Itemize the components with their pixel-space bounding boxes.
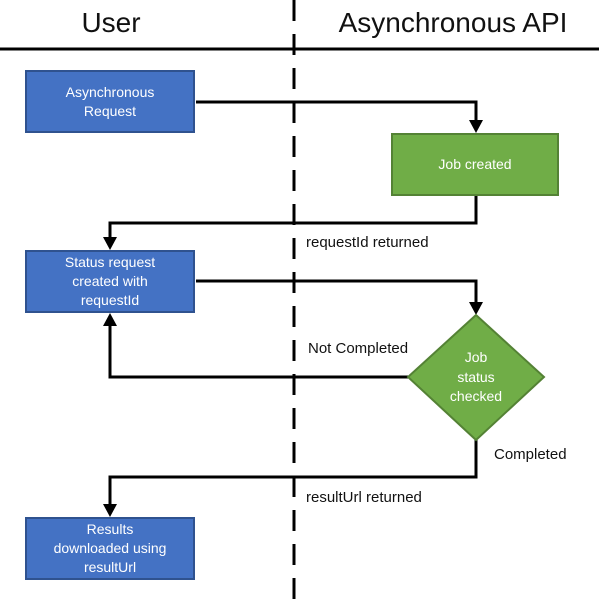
node-asynchronous-request: Asynchronous Request — [25, 70, 195, 133]
arrowhead-down-jobcreated — [469, 120, 483, 133]
edge-label-resulturl-returned: resultUrl returned — [306, 489, 422, 506]
arrowhead-down-jobstatus — [469, 302, 483, 315]
edge-label-not-completed: Not Completed — [308, 340, 409, 357]
node-status-request: Status request created with requestId — [25, 250, 195, 313]
arrowhead-down-statusrequest — [103, 237, 117, 250]
arrowhead-up-statusrequest — [103, 313, 117, 326]
node-job-status-checked: Job status checked — [449, 349, 503, 405]
connector-jobcreated-to-statusrequest — [108, 196, 478, 244]
connector-request-to-jobcreated — [196, 100, 478, 127]
edge-label-completed: Completed — [494, 446, 567, 463]
connector-notcompleted-return — [108, 319, 408, 379]
lane-title-user: User — [81, 7, 141, 38]
connector-statusrequest-to-jobstatus — [196, 279, 478, 309]
node-job-created: Job created — [391, 133, 559, 196]
decision-diamond-shape — [406, 313, 546, 442]
edge-label-requestid-returned: requestId returned — [306, 234, 429, 251]
connector-completed-to-results — [108, 440, 478, 511]
node-results-downloaded: Results downloaded using resultUrl — [25, 517, 195, 580]
arrowhead-down-results — [103, 504, 117, 517]
lane-title-asynchronous-api: Asynchronous API — [338, 7, 568, 38]
